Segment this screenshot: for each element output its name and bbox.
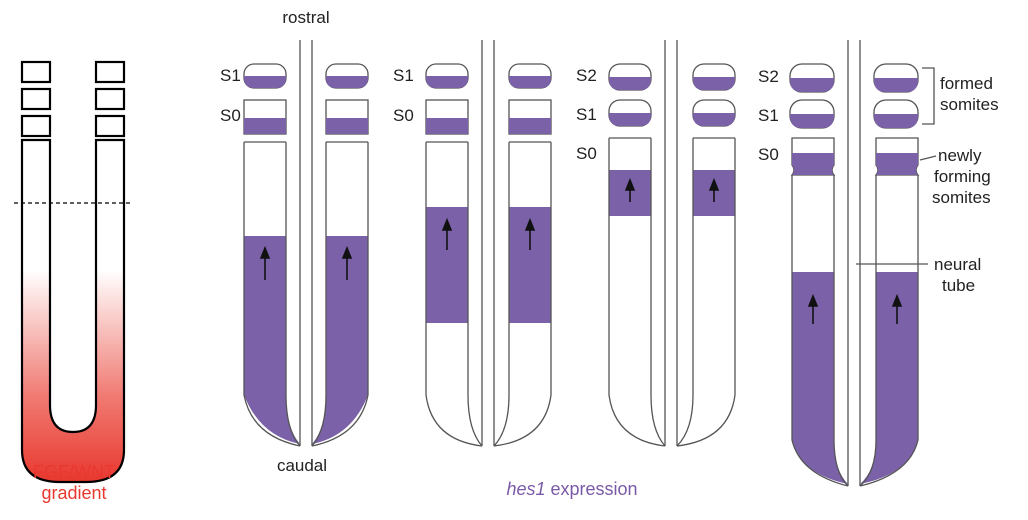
somite-label: S0 <box>393 106 414 125</box>
forming-somites-label: somites <box>932 188 991 207</box>
psm-outline-right <box>311 142 369 447</box>
schematic-somite <box>94 87 126 111</box>
somite-label: S1 <box>758 106 779 125</box>
forming-somites-label: newly <box>938 146 982 165</box>
psm-outline <box>493 142 552 447</box>
formed-somites-label: formed <box>940 74 993 93</box>
psm-outline-left <box>243 142 301 447</box>
somite-label: S0 <box>576 144 597 163</box>
arrow-icon <box>259 245 353 280</box>
caption-rest: expression <box>545 479 637 499</box>
arrow-icon <box>441 217 536 250</box>
expression-domain <box>312 236 368 444</box>
somite-label: S0 <box>220 106 241 125</box>
somite-label: S1 <box>576 105 597 124</box>
psm-outline <box>676 138 736 447</box>
expression-domain <box>792 272 848 484</box>
schematic-somite <box>94 114 126 138</box>
gene-name: hes1 <box>506 479 545 499</box>
neural-tube <box>847 40 861 486</box>
arrow-icon <box>624 177 720 202</box>
panel-2: S1 S0 <box>393 40 552 447</box>
arrow-icon <box>807 293 903 324</box>
psm-outline <box>791 175 849 487</box>
gradient-label-line1: FGF/WNT <box>33 462 115 482</box>
gradient-u-shape <box>20 138 126 484</box>
expression-domain <box>860 272 918 484</box>
schematic-somite <box>20 114 52 138</box>
panel-1: S1 S0 <box>220 40 369 447</box>
expression-caption: hes1 expression <box>506 479 637 499</box>
somite-label: S1 <box>220 66 241 85</box>
neural-tube <box>481 40 495 446</box>
somite-label: S2 <box>758 67 779 86</box>
neural-tube <box>664 40 678 446</box>
gradient-label-line2: gradient <box>41 483 106 503</box>
neural-tube-label: neural <box>934 255 981 274</box>
psm-outline <box>608 138 666 447</box>
expression-domain <box>244 236 300 444</box>
schematic-somite <box>20 60 52 84</box>
caudal-label: caudal <box>277 456 327 475</box>
forming-somites-pointer <box>919 155 937 161</box>
neural-tube-label: tube <box>942 276 975 295</box>
somite-label: S1 <box>393 66 414 85</box>
psm-outline <box>425 142 483 447</box>
neural-tube <box>299 40 313 446</box>
schematic-somite <box>20 87 52 111</box>
panel-3: S2 S1 S0 <box>576 40 736 447</box>
somite-label: S0 <box>758 145 779 164</box>
schematic-somite <box>94 60 126 84</box>
forming-somites-label: forming <box>934 167 991 186</box>
panel-4: S2 S1 S0 formed somites newly forming so… <box>758 40 999 487</box>
formed-somites-label: somites <box>940 95 999 114</box>
psm-outline <box>859 175 919 487</box>
gradient-schematic: FGF/WNT gradient <box>14 60 132 503</box>
rostral-label: rostral <box>282 8 329 27</box>
somite-label: S2 <box>576 66 597 85</box>
formed-somites-bracket <box>922 67 935 125</box>
